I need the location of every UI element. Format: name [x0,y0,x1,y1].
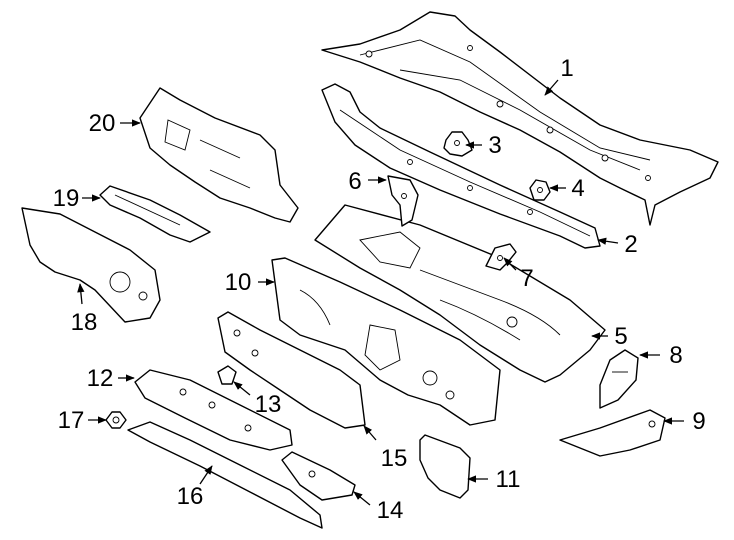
callout-12: 12 [87,365,114,392]
leader-14 [353,491,371,506]
leader-18 [77,283,85,305]
part-20-upper-reinforcement [139,87,299,223]
part-17-nut [105,411,127,429]
part-18-insulator [21,207,161,323]
callout-14: 14 [377,497,404,524]
part-10-insulator [271,257,501,426]
part-4-bracket [529,179,551,201]
part-14-reinforcement [281,451,356,501]
callout-7: 7 [520,265,533,292]
leader-2 [597,237,619,245]
leader-7 [503,257,517,271]
callout-5: 5 [614,323,627,350]
callout-20: 20 [89,110,116,137]
callout-3: 3 [488,132,501,159]
part-9-lower-extension [559,409,666,457]
callout-10: 10 [225,269,252,296]
callout-16: 16 [177,483,204,510]
leader-16 [199,465,213,485]
callout-17: 17 [58,407,85,434]
part-15-side-panel [217,311,366,429]
callout-1: 1 [560,55,573,82]
callout-13: 13 [255,391,282,418]
part-13-small-bracket [217,365,237,385]
part-7-bracket [485,243,517,271]
part-8-side-bracket [599,349,639,409]
callout-2: 2 [624,231,637,258]
callout-15: 15 [381,445,408,472]
callout-8: 8 [669,342,682,369]
callout-11: 11 [496,466,521,493]
part-1-cowl-top-panel [321,11,719,226]
leader-1 [544,79,559,96]
callout-18: 18 [71,309,98,336]
part-12-lower-cross-member [134,369,293,451]
leader-15 [363,425,377,441]
callout-6: 6 [348,168,361,195]
callout-4: 4 [571,175,584,202]
callout-9: 9 [692,408,705,435]
part-16-sill [127,421,323,529]
part-19-brace [99,185,211,243]
leader-13 [233,381,251,396]
callout-19: 19 [53,185,80,212]
part-2-cowl-cross-member [321,83,601,249]
part-3-bracket [443,131,473,157]
part-6-bracket [387,175,419,227]
part-11-shield [419,434,471,499]
part-5-dash-panel [314,204,606,383]
